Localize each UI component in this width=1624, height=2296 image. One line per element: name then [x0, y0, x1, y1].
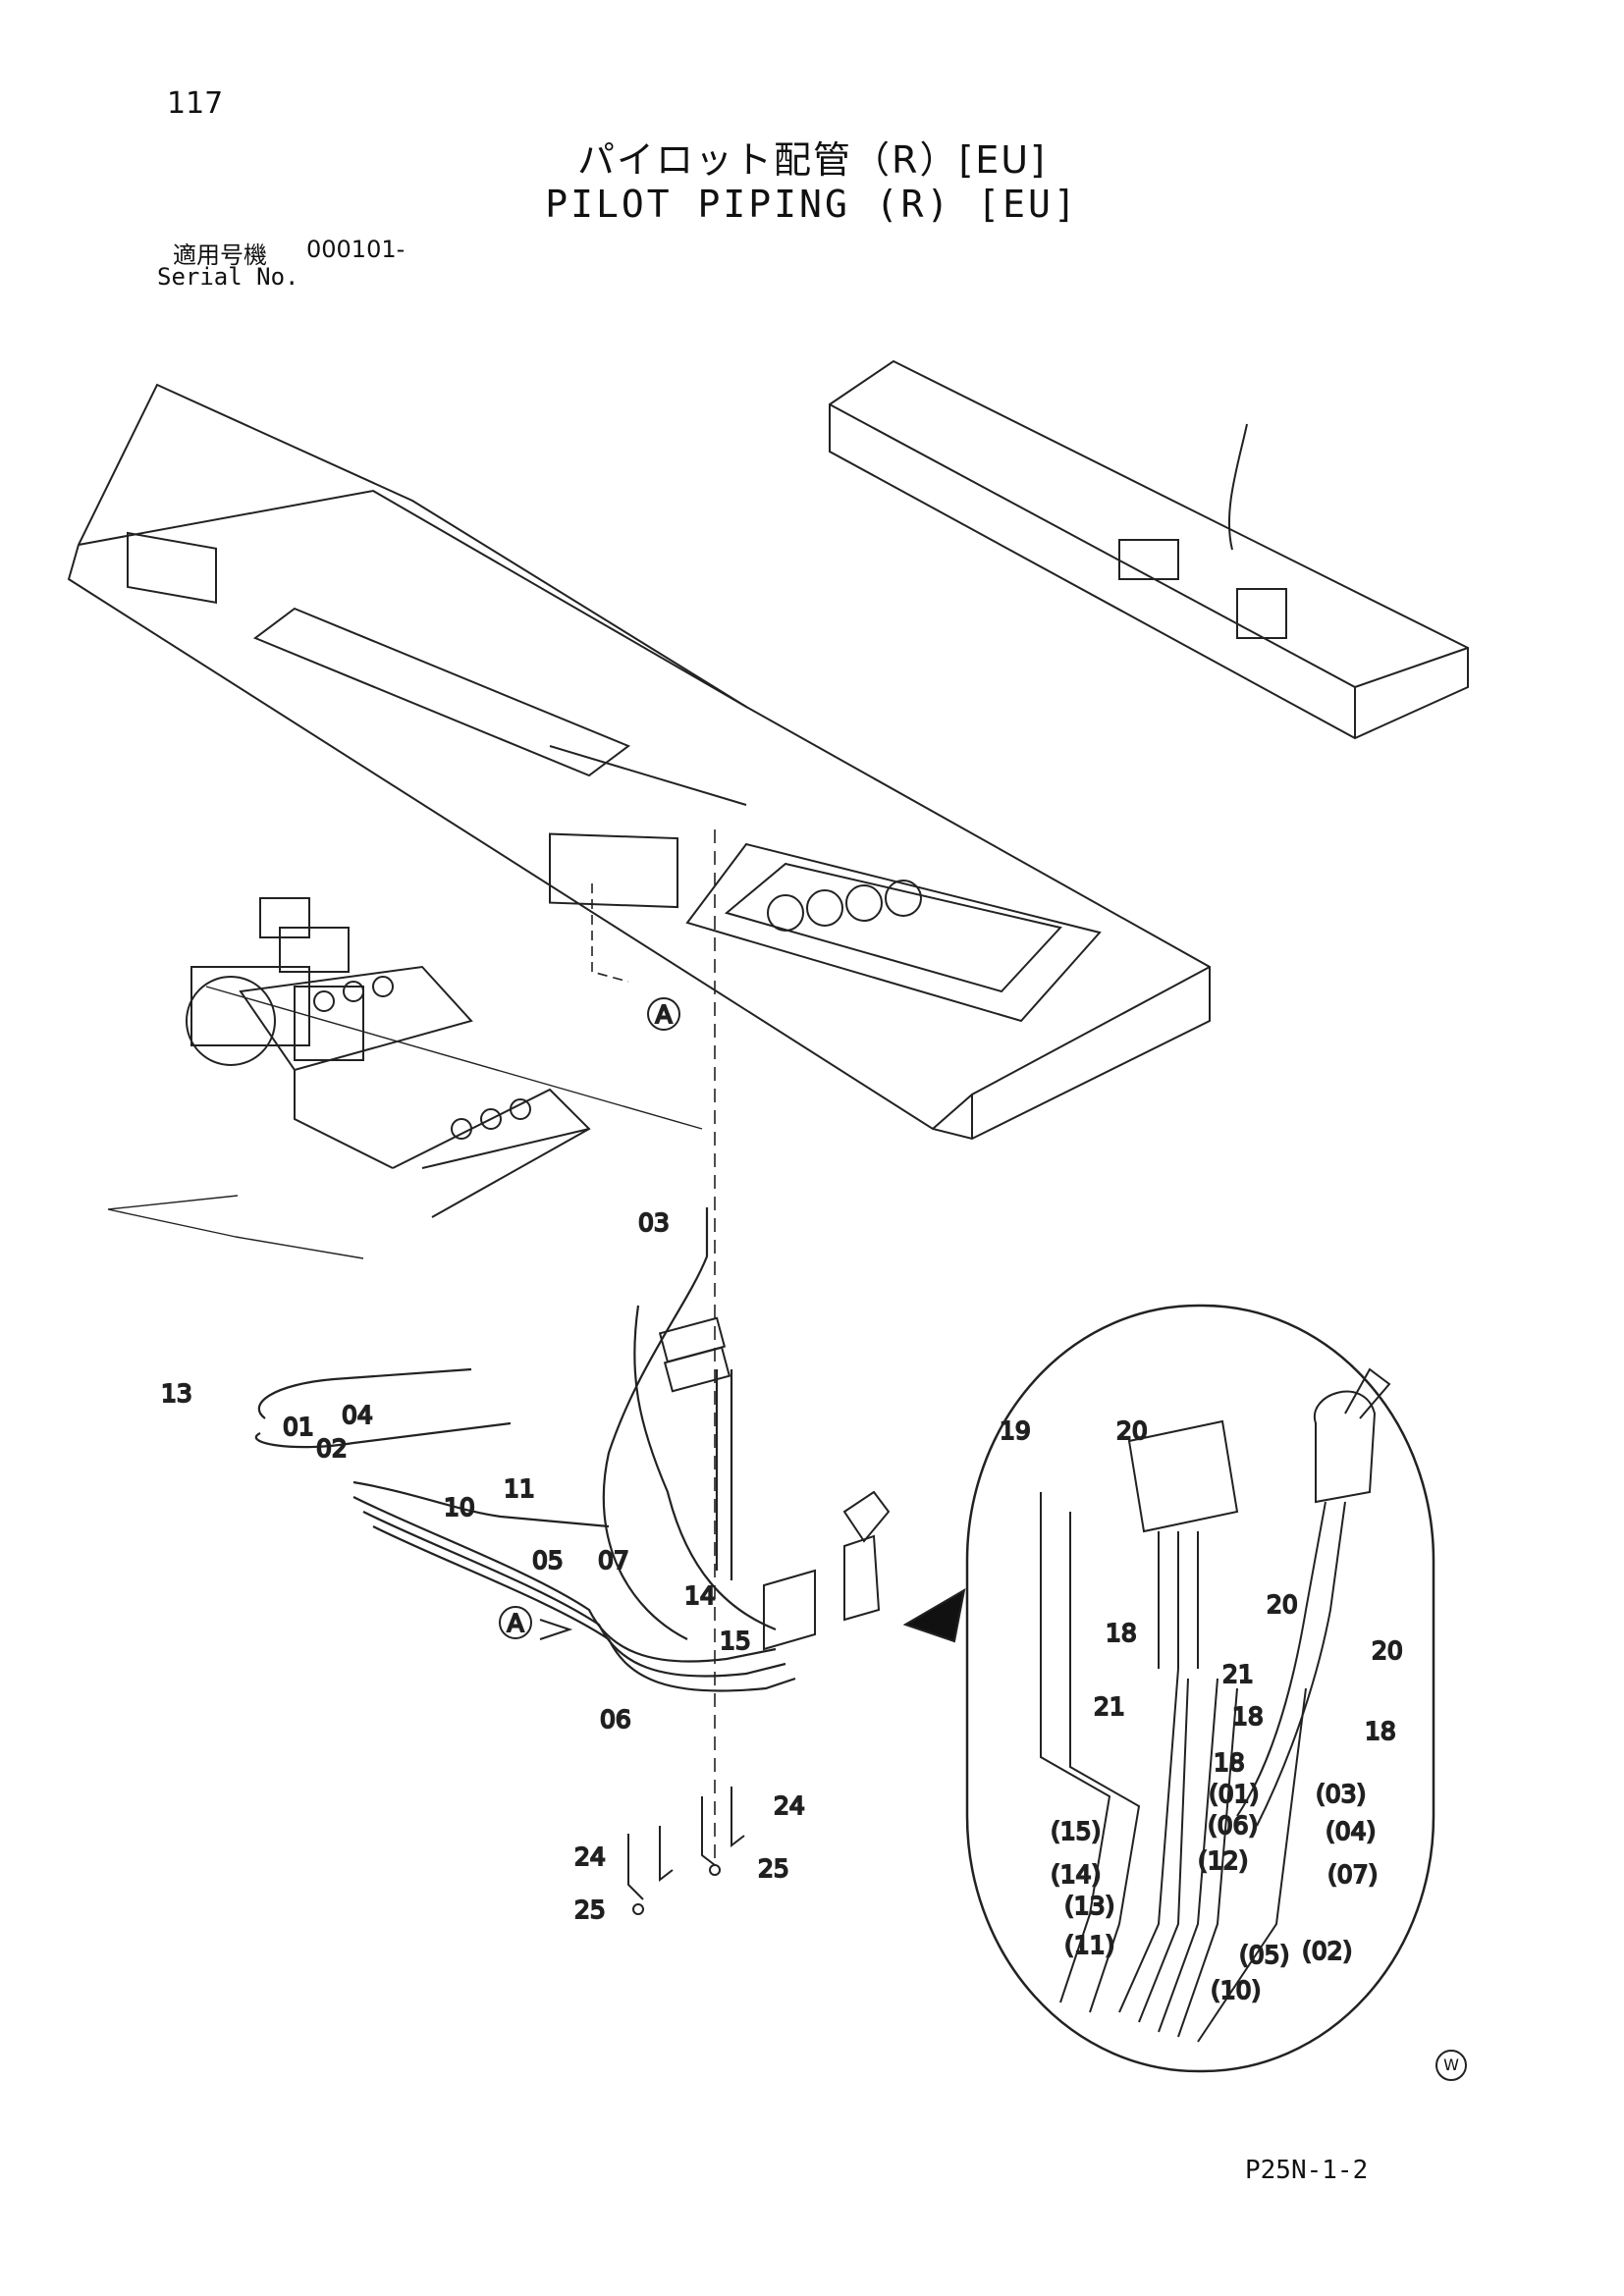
pilot-valve-main — [763, 1490, 891, 1651]
detail-callout-p10: (10) — [1211, 1976, 1261, 2004]
callout-01: 01 — [283, 1413, 314, 1441]
detail-callout-p04: (04) — [1326, 1817, 1376, 1845]
callout-06: 06 — [600, 1705, 631, 1734]
detail-callout-p13: (13) — [1064, 1892, 1114, 1920]
detail-callout-p12: (12) — [1198, 1846, 1248, 1875]
view-marker-a — [499, 997, 680, 1640]
callout-10: 10 — [444, 1493, 475, 1522]
control-valve-assembly — [239, 965, 591, 1218]
detail-callout-p11: (11) — [1064, 1931, 1114, 1959]
callout-07: 07 — [598, 1546, 629, 1575]
detail-callout-18-d: 18 — [1214, 1748, 1245, 1777]
frame-overview-inset — [829, 359, 1469, 740]
callout-25-left: 25 — [574, 1896, 606, 1924]
detail-callout-p05: (05) — [1239, 1941, 1289, 1969]
detail-callout-p15: (15) — [1051, 1817, 1101, 1845]
title-english: PILOT PIPING (R) [EU] — [545, 183, 1079, 226]
callout-15: 15 — [720, 1627, 751, 1655]
title-japanese: パイロット配管（R）[EU] — [577, 138, 1047, 182]
detail-callout-21-a: 21 — [1222, 1660, 1254, 1688]
detail-callout-19: 19 — [1000, 1416, 1031, 1445]
pilot-hose-bundle — [254, 1207, 796, 1692]
callout-11: 11 — [504, 1474, 535, 1503]
detail-callout-p06: (06) — [1208, 1811, 1258, 1840]
detail-callout-20-mid: 20 — [1267, 1590, 1298, 1619]
detail-view-oval — [965, 1304, 1435, 2073]
detail-callout-p03: (03) — [1316, 1780, 1366, 1808]
detail-callout-18-c: 18 — [1365, 1717, 1396, 1745]
drawing-code: P25N-1-2 — [1245, 2156, 1369, 2185]
detail-callout-p07: (07) — [1327, 1860, 1378, 1889]
callout-02: 02 — [316, 1434, 348, 1463]
callout-24-left: 24 — [574, 1842, 606, 1871]
callout-14: 14 — [684, 1581, 716, 1610]
serial-label-japanese: 適用号機 — [173, 241, 267, 269]
detail-callout-18-a: 18 — [1106, 1619, 1137, 1647]
callout-25-right: 25 — [758, 1854, 789, 1883]
detail-callout-p02: (02) — [1302, 1937, 1352, 1965]
detail-callout-18-b: 18 — [1232, 1702, 1264, 1731]
callout-03: 03 — [638, 1208, 670, 1237]
callout-05: 05 — [532, 1546, 564, 1575]
serial-label-english: Serial No. — [157, 263, 299, 291]
detail-pointer-arrow — [902, 1588, 966, 1643]
detail-callout-20-top: 20 — [1116, 1416, 1148, 1445]
leader-lines — [107, 1195, 364, 1259]
page-number: 117 — [167, 86, 224, 121]
marker-a-bottom: A — [507, 1609, 523, 1637]
leader-line — [205, 986, 703, 1130]
detail-callout-p01: (01) — [1209, 1780, 1259, 1808]
shuttle-block — [658, 1316, 731, 1393]
callout-24-right: 24 — [774, 1791, 805, 1820]
main-frame-outline — [67, 383, 1211, 1141]
marker-a-top: A — [655, 1000, 672, 1029]
hose-brackets — [627, 1787, 745, 1915]
watermark-symbol: W — [1435, 2050, 1467, 2081]
leader-dashed — [591, 883, 629, 983]
serial-number-value: 000101- — [306, 236, 406, 263]
detail-callout-p14: (14) — [1051, 1860, 1101, 1889]
callout-13: 13 — [161, 1379, 192, 1408]
detail-callout-20-right: 20 — [1372, 1636, 1403, 1665]
callout-04: 04 — [342, 1401, 373, 1429]
detail-callout-21-b: 21 — [1094, 1692, 1125, 1721]
